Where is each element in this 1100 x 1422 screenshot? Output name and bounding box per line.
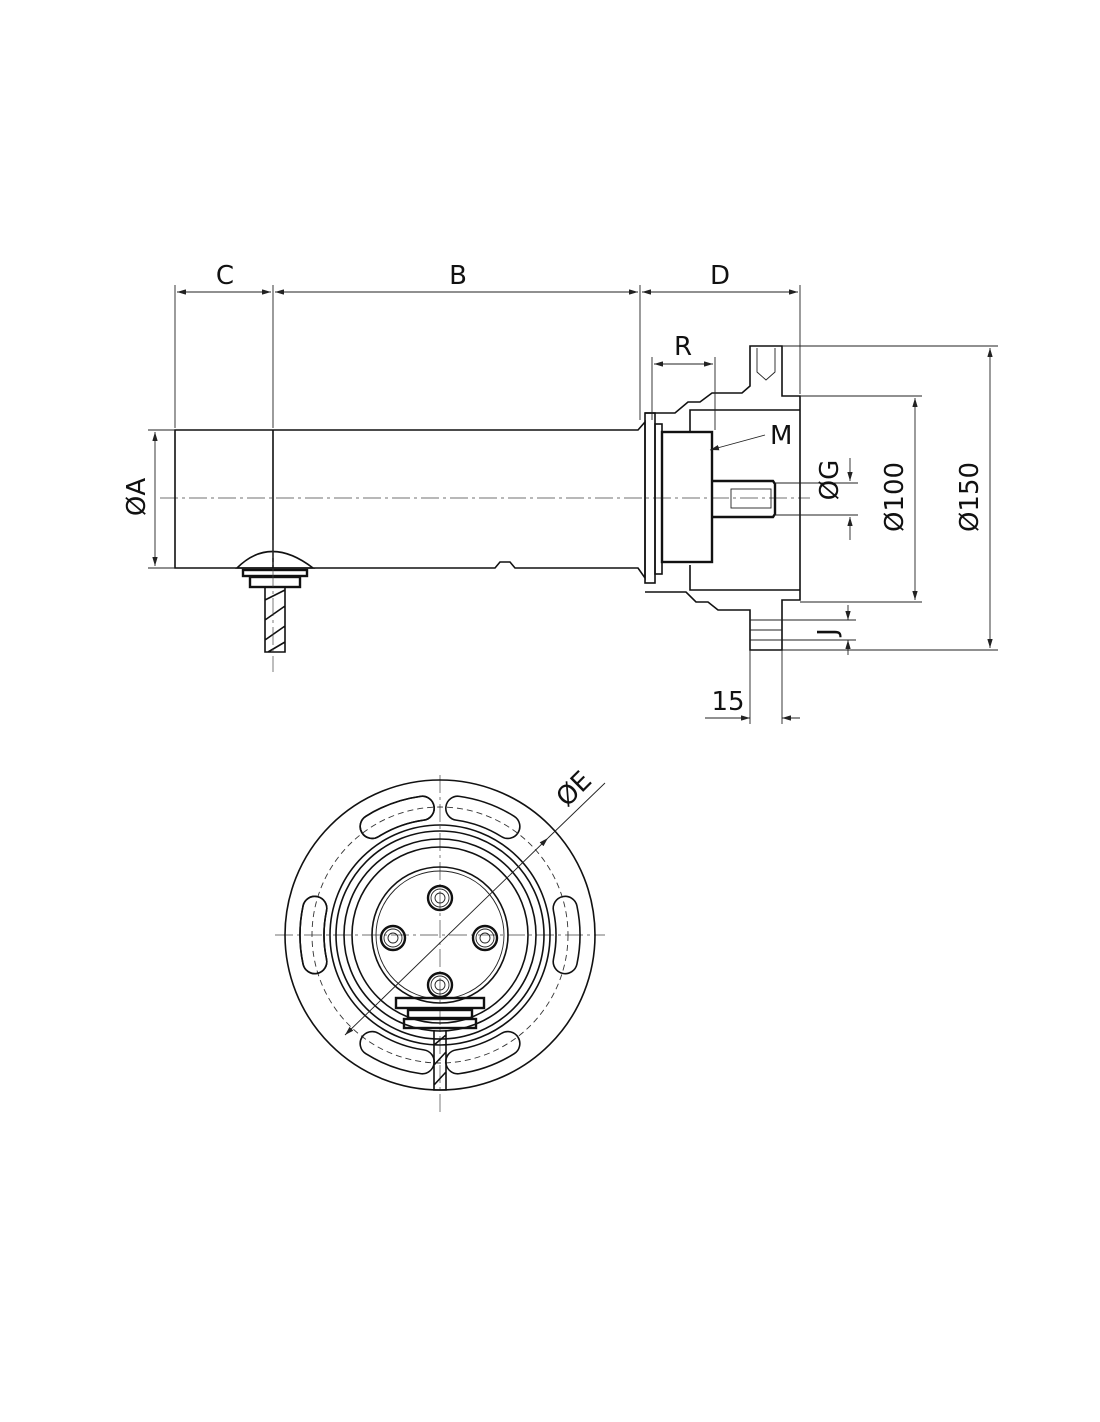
socket-screw-icon — [387, 932, 399, 944]
drill-bit — [433, 1030, 447, 1091]
dim-dia-100-label: Ø100 — [880, 462, 910, 532]
dia-e-dimension-line — [344, 837, 549, 1036]
mounting-slot — [359, 795, 435, 840]
tool-cap — [235, 550, 316, 569]
motor-block-m — [660, 430, 714, 564]
shaft-key — [730, 488, 772, 509]
dim-b-label: B — [449, 261, 467, 291]
bolt-circle — [311, 806, 569, 1064]
socket-screw-icon — [379, 924, 407, 952]
socket-screw-icon — [475, 928, 495, 948]
mounting-slot — [445, 1030, 521, 1075]
housing-cavity — [689, 409, 800, 591]
mounting-slot — [552, 895, 581, 975]
mounting-slot — [445, 795, 521, 840]
drill-bit — [264, 588, 286, 653]
dim-dia-e-label: ØE — [551, 766, 598, 813]
dim-dia-150-label: Ø150 — [955, 462, 985, 532]
end-view: ØE — [275, 766, 606, 1112]
dim-m-label: M — [770, 421, 792, 451]
output-shaft — [712, 479, 777, 519]
dim-15-label: 15 — [711, 687, 744, 717]
housing-pin — [756, 348, 776, 381]
mounting-slots — [299, 795, 581, 1075]
dimensions: C B D R M ØA ØG Ø100 Ø150 — [122, 261, 998, 724]
dim-dia-a-label: ØA — [122, 478, 152, 516]
side-view: C B D R M ØA ØG Ø100 Ø150 — [122, 261, 998, 724]
socket-screw-icon — [471, 924, 499, 952]
tool-nut — [241, 568, 309, 578]
body-cylinder — [174, 419, 646, 581]
dim-c-label: C — [216, 261, 234, 291]
socket-screw-icon — [383, 928, 403, 948]
socket-screw-icon — [479, 932, 491, 944]
socket-screws — [379, 884, 499, 999]
dim-d-label: D — [710, 261, 730, 291]
dim-j-label: J — [813, 628, 843, 638]
dim-dia-g-label: ØG — [815, 460, 845, 501]
dim-r-label: R — [674, 332, 692, 362]
mounting-slot — [299, 895, 328, 975]
tool-collet — [248, 575, 302, 589]
